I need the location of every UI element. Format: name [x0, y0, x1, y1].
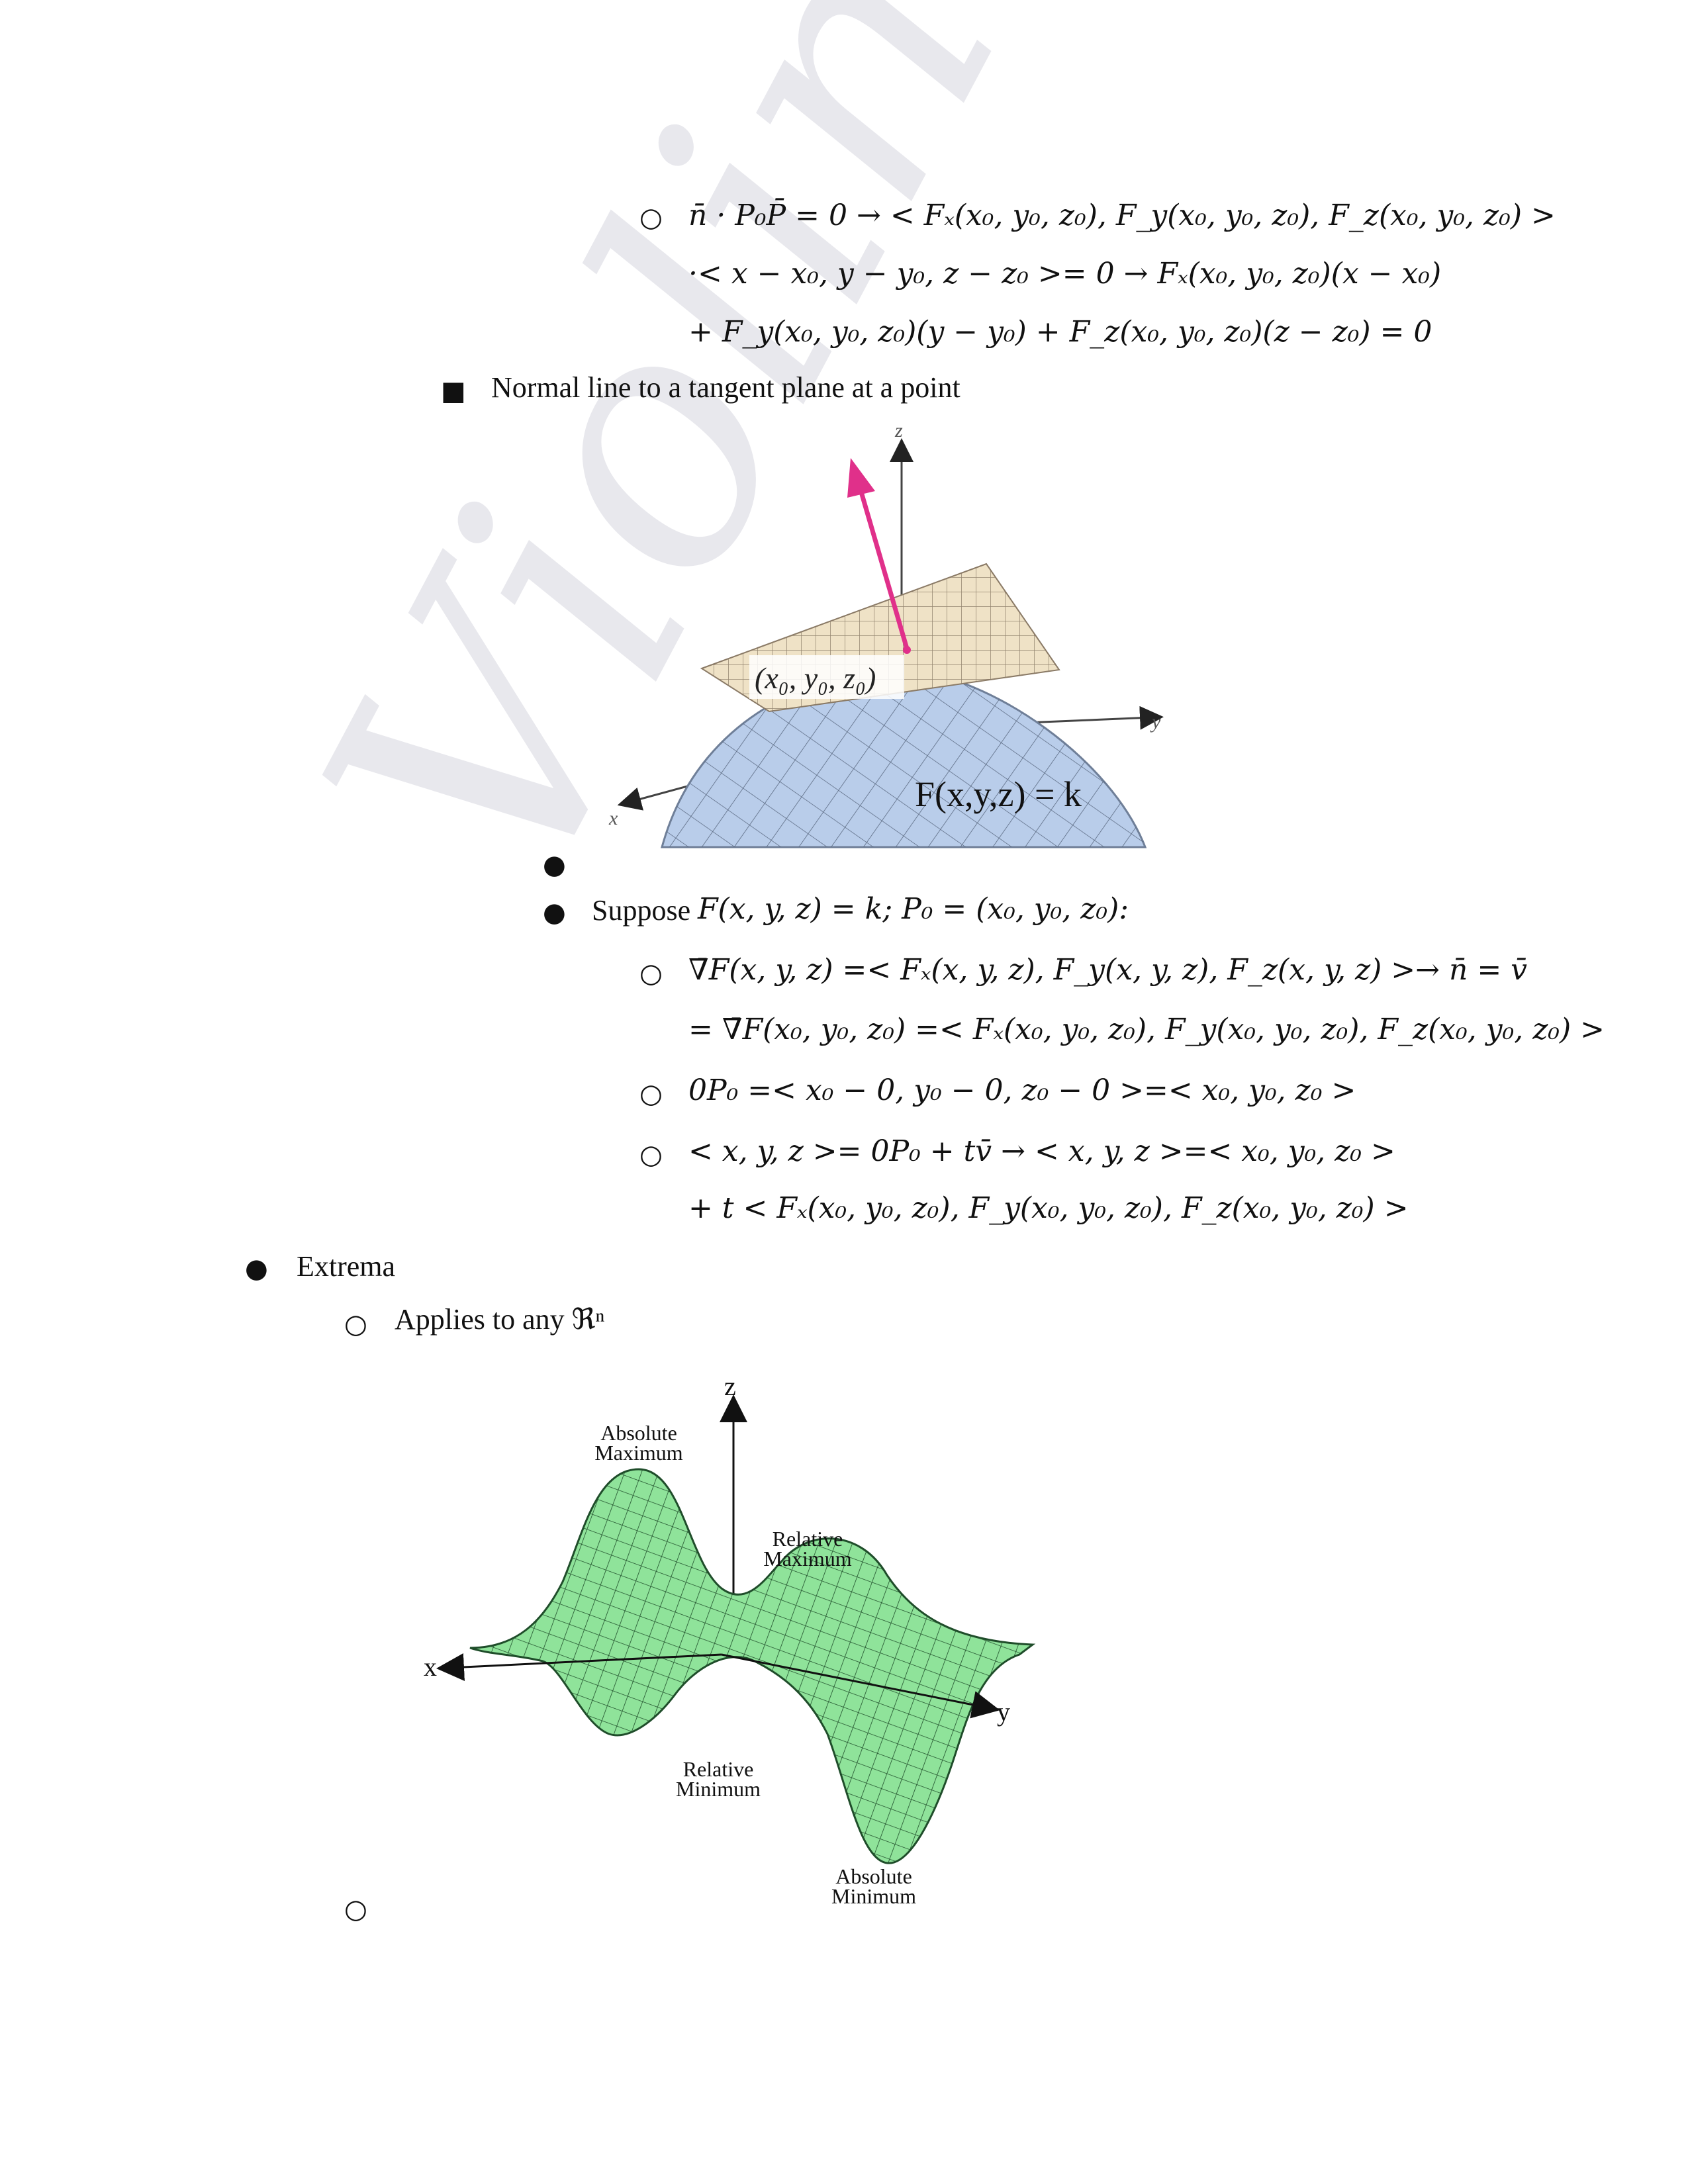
- y-axis: [721, 1653, 1000, 1719]
- abs-min-label-1: Absolute: [835, 1864, 912, 1888]
- hollow-bullet: ○: [639, 1079, 663, 1109]
- z-axis-label: z: [894, 420, 903, 441]
- abs-max-label-1: Absolute: [600, 1421, 677, 1445]
- normal-vector: [858, 489, 910, 649]
- tangent-plane-eq-line-3: + F_y(x₀, y₀, z₀)(y − y₀) + F_z(x₀, y₀, …: [688, 315, 1432, 349]
- x-axis: [436, 1653, 722, 1681]
- tangent-plane-eq-line-1: n̄ · P₀P̄ = 0 → < Fₓ(x₀, y₀, z₀), F_y(x₀…: [688, 199, 1556, 232]
- rel-min-label-2: Minimum: [676, 1777, 761, 1801]
- extrema-figure: z x y Absolute Maximum Relative Maximum …: [424, 1371, 1036, 1908]
- normal-vector-arrowhead: [847, 458, 875, 498]
- rel-max-label-2: Maximum: [763, 1547, 851, 1570]
- bullet: ●: [543, 897, 566, 928]
- square-bullet: ■: [441, 376, 466, 406]
- y-axis-label: y: [997, 1697, 1010, 1727]
- extrema-surface-mesh: [470, 1469, 1033, 1864]
- normal-line-eq-1: < x, y, z >= 0P₀ + tv̄ → < x, y, z >=< x…: [688, 1134, 1395, 1168]
- x-axis-label: x: [424, 1652, 437, 1682]
- normal-line-eq-2: + t < Fₓ(x₀, y₀, z₀), F_y(x₀, y₀, z₀), F…: [688, 1191, 1409, 1225]
- point-label-box: [749, 655, 904, 699]
- hollow-bullet: ○: [344, 1309, 367, 1340]
- abs-max-label-2: Maximum: [594, 1441, 682, 1465]
- applies-text: Applies to any ℜⁿ: [395, 1303, 605, 1336]
- point-label: (x₀, y₀, z₀): [755, 661, 876, 695]
- hollow-bullet: ○: [639, 958, 663, 989]
- surface-mesh: [662, 668, 1145, 847]
- tangent-plane-eq-line-2: ·< x − x₀, y − y₀, z − z₀ >= 0 → Fₓ(x₀, …: [688, 257, 1442, 291]
- rel-min-label-1: Relative: [683, 1757, 754, 1781]
- extrema-heading: Extrema: [297, 1250, 396, 1283]
- hollow-bullet-empty: ○: [344, 1894, 367, 1925]
- y-axis-label: y: [1150, 711, 1161, 733]
- position-vector-eq: 0P₀ =< x₀ − 0, y₀ − 0, z₀ − 0 >=< x₀, y₀…: [688, 1073, 1356, 1107]
- x-axis-label: x: [608, 807, 618, 829]
- normal-line-heading: Normal line to a tangent plane at a poin…: [491, 371, 961, 404]
- surface-label: F(x,y,z) = k: [915, 774, 1082, 814]
- empty-bullet: ●: [543, 850, 566, 880]
- suppose-math: F(x, y, z) = k; P₀ = (x₀, y₀, z₀):: [698, 892, 1129, 926]
- gradient-line-2: = ∇̄F(x₀, y₀, z₀) =< Fₓ(x₀, y₀, z₀), F_y…: [688, 1013, 1605, 1046]
- gradient-line-1: ∇̄F(x, y, z) =< Fₓ(x, y, z), F_y(x, y, z…: [688, 953, 1528, 987]
- bullet: ●: [245, 1253, 268, 1284]
- suppose-label: Suppose: [592, 894, 691, 927]
- tangent-point: [903, 646, 911, 654]
- z-axis-label: z: [724, 1371, 736, 1401]
- tangent-plane-figure: z y x (x₀, y₀, z₀) F(x,y,z) = k: [608, 420, 1164, 848]
- hollow-bullet: ○: [639, 1140, 663, 1170]
- abs-min-label-2: Minimum: [831, 1884, 916, 1908]
- rel-max-label-1: Relative: [773, 1527, 843, 1551]
- hollow-bullet: ○: [639, 203, 663, 233]
